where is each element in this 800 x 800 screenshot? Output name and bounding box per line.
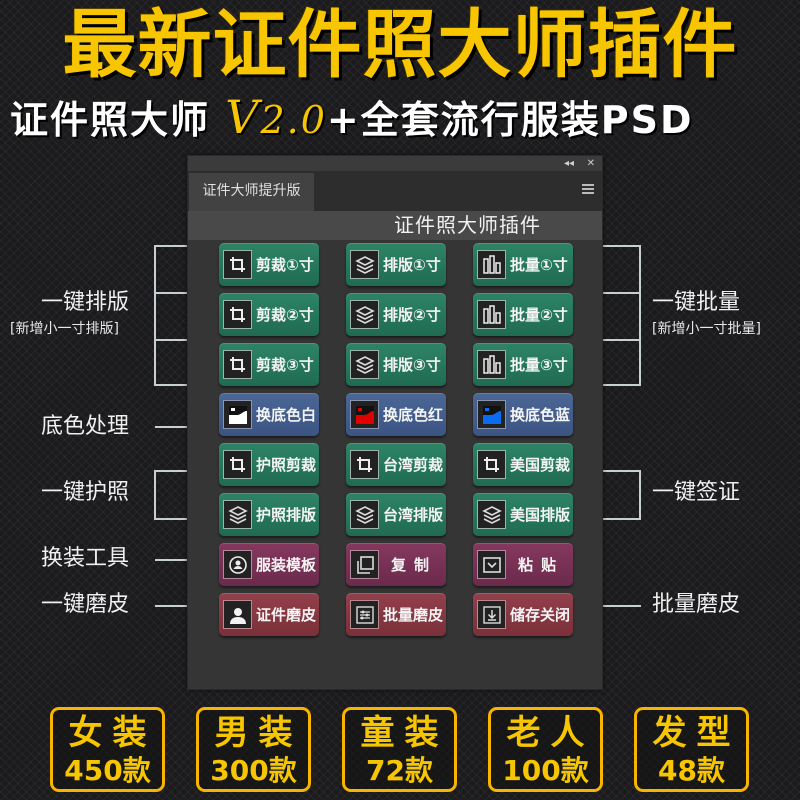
collapse-icon[interactable]: ◂◂: [563, 158, 574, 169]
download-icon: [477, 600, 506, 629]
annotation-one-click-passport: 一键护照: [41, 480, 130, 505]
taiwan-layout-button[interactable]: 台湾排版: [346, 493, 446, 536]
bracket-tick: [603, 245, 641, 247]
crop-3inch-button[interactable]: 剪裁③寸: [219, 343, 319, 386]
batch-smoothing-button[interactable]: 批量磨皮: [346, 593, 446, 636]
crop-icon: [223, 450, 252, 479]
layout-1inch-button[interactable]: 排版①寸: [346, 243, 446, 286]
tab-plugin[interactable]: 证件大师提升版: [189, 173, 314, 211]
connector-line: [603, 605, 641, 607]
annotation-one-click-layout-note: [新增小一寸排版]: [10, 321, 119, 337]
plugin-panel: ◂◂ ✕ 证件大师提升版 证件照大师插件 剪裁①寸 排版①寸 批量①寸 剪裁②寸…: [187, 155, 603, 690]
annotation-one-click-smoothing: 一键磨皮: [41, 592, 130, 617]
layers-icon: [477, 500, 506, 529]
save-close-button[interactable]: 储存关闭: [473, 593, 573, 636]
connector-line: [155, 426, 187, 428]
taiwan-crop-button[interactable]: 台湾剪裁: [346, 443, 446, 486]
crop-icon: [350, 450, 379, 479]
annotation-one-click-layout: 一键排版: [41, 290, 130, 315]
crop-icon: [223, 250, 252, 279]
bracket-tick: [154, 518, 187, 520]
passport-layout-button[interactable]: 护照排版: [219, 493, 319, 536]
image-blue-icon: [477, 400, 506, 429]
batch-3inch-button[interactable]: 批量③寸: [473, 343, 573, 386]
crop-icon: [223, 350, 252, 379]
connector-line: [155, 559, 187, 561]
bracket-right-2: [639, 470, 641, 520]
layers-icon: [350, 300, 379, 329]
bars-icon: [477, 300, 506, 329]
badge-kidswear: 童装 72款: [342, 707, 457, 792]
crop-icon: [223, 300, 252, 329]
passport-crop-button[interactable]: 护照剪裁: [219, 443, 319, 486]
bg-blue-button[interactable]: 换底色蓝: [473, 393, 573, 436]
badge-hairstyle: 发型 48款: [634, 707, 749, 792]
badge-menswear: 男装 300款: [196, 707, 311, 792]
paste-icon: [477, 550, 506, 579]
bracket-left-2: [154, 470, 156, 520]
id-smoothing-button[interactable]: 证件磨皮: [219, 593, 319, 636]
bracket-tick: [154, 245, 187, 247]
subtitle: 证件照大师 V2.0+全套流行服装PSD: [10, 92, 800, 145]
bg-red-button[interactable]: 换底色红: [346, 393, 446, 436]
crop-1inch-button[interactable]: 剪裁①寸: [219, 243, 319, 286]
copy-button[interactable]: 复制: [346, 543, 446, 586]
layers-icon: [350, 500, 379, 529]
bracket-tick: [603, 470, 641, 472]
crop-icon: [477, 450, 506, 479]
bracket-tick: [603, 339, 641, 341]
bracket-left-1: [154, 245, 156, 386]
panel-menu-icon[interactable]: [582, 184, 594, 194]
annotation-one-click-batch-note: [新增小一寸批量]: [652, 321, 761, 337]
paste-button[interactable]: 粘贴: [473, 543, 573, 586]
image-white-icon: [223, 400, 252, 429]
layout-2inch-button[interactable]: 排版②寸: [346, 293, 446, 336]
usa-layout-button[interactable]: 美国排版: [473, 493, 573, 536]
bracket-tick: [154, 384, 187, 386]
outfit-template-button[interactable]: 服装模板: [219, 543, 319, 586]
user-circle-icon: [223, 550, 252, 579]
copy-icon: [350, 550, 379, 579]
bracket-tick: [154, 292, 187, 294]
panel-tab-row: 证件大师提升版: [188, 171, 602, 211]
subtitle-suffix: +全套流行服装PSD: [326, 98, 694, 142]
annotation-outfit-tools: 换装工具: [41, 546, 130, 571]
panel-titlebar[interactable]: ◂◂ ✕: [188, 156, 602, 171]
connector-line: [155, 605, 187, 607]
annotation-one-click-batch: 一键批量: [652, 290, 741, 315]
subtitle-prefix: 证件照大师: [10, 98, 211, 142]
usa-crop-button[interactable]: 美国剪裁: [473, 443, 573, 486]
headline-title: 最新证件照大师插件: [62, 2, 738, 88]
person-icon: [223, 600, 252, 629]
bracket-tick: [154, 339, 187, 341]
annotation-batch-smoothing: 批量磨皮: [652, 592, 741, 617]
bracket-tick: [603, 292, 641, 294]
batch-2inch-button[interactable]: 批量②寸: [473, 293, 573, 336]
close-icon[interactable]: ✕: [586, 158, 595, 169]
badge-elderly: 老人 100款: [488, 707, 603, 792]
bracket-tick: [603, 518, 641, 520]
version-label: V2.0: [225, 90, 327, 144]
sliders-icon: [350, 600, 379, 629]
layout-3inch-button[interactable]: 排版③寸: [346, 343, 446, 386]
image-red-icon: [350, 400, 379, 429]
bracket-right-1: [639, 245, 641, 386]
layers-icon: [350, 350, 379, 379]
bg-white-button[interactable]: 换底色白: [219, 393, 319, 436]
layers-icon: [350, 250, 379, 279]
bracket-tick: [603, 384, 641, 386]
panel-header-title: 证件照大师插件: [188, 211, 602, 240]
layers-icon: [223, 500, 252, 529]
batch-1inch-button[interactable]: 批量①寸: [473, 243, 573, 286]
button-grid: 剪裁①寸 排版①寸 批量①寸 剪裁②寸 排版②寸 批量②寸 剪裁③寸: [188, 156, 602, 689]
bracket-tick: [154, 470, 187, 472]
badge-womenswear: 女装 450款: [50, 707, 165, 792]
bars-icon: [477, 250, 506, 279]
annotation-one-click-visa: 一键签证: [652, 480, 741, 505]
crop-2inch-button[interactable]: 剪裁②寸: [219, 293, 319, 336]
bars-icon: [477, 350, 506, 379]
annotation-bg-color: 底色处理: [41, 414, 130, 439]
